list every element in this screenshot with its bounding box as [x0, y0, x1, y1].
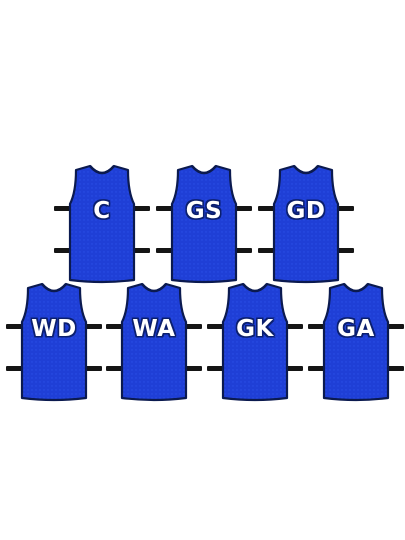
bib-label: WA: [132, 316, 176, 342]
bib-vest-icon: [6, 280, 102, 404]
bib-vest-icon: [156, 162, 252, 286]
bib-vest-icon: [54, 162, 150, 286]
bib-c: C: [54, 162, 150, 286]
bib-vest-icon: [258, 162, 354, 286]
bib-gd: GD: [258, 162, 354, 286]
bib-gs: GS: [156, 162, 252, 286]
bib-label: GK: [236, 316, 274, 342]
bib-label: GD: [286, 198, 326, 224]
bib-label: C: [93, 198, 111, 224]
bib-vest-icon: [308, 280, 404, 404]
bib-vest-icon: [207, 280, 303, 404]
bib-gk: GK: [207, 280, 303, 404]
bib-wa: WA: [106, 280, 202, 404]
bib-label: GS: [185, 198, 223, 224]
bib-ga: GA: [308, 280, 404, 404]
bib-label: WD: [31, 316, 77, 342]
bib-label: GA: [337, 316, 375, 342]
bib-wd: WD: [6, 280, 102, 404]
bib-vest-icon: [106, 280, 202, 404]
